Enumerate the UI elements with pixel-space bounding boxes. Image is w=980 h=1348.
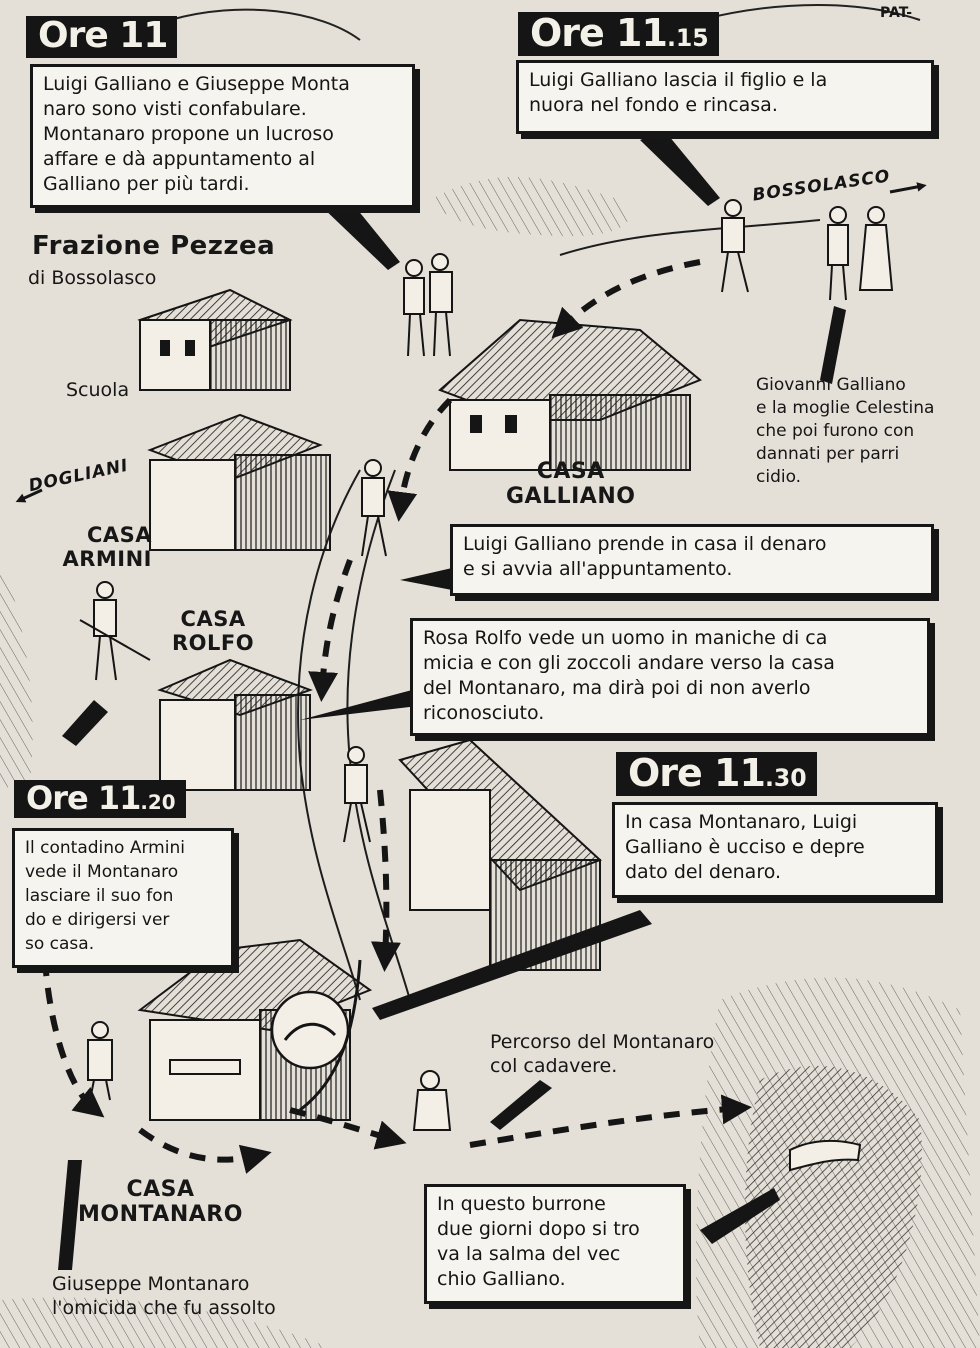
pointer-percorso xyxy=(490,1080,552,1130)
caption-ravine: In questo burrone due giorni dopo si tro… xyxy=(424,1184,686,1304)
route-to-road xyxy=(289,1107,407,1150)
route-montanaro-bottom xyxy=(138,1127,272,1174)
figure-luigi-field xyxy=(721,199,749,293)
page-subtitle: di Bossolasco xyxy=(28,267,157,289)
time-label-1115: Ore 11.15 xyxy=(518,12,719,56)
figure-armini xyxy=(79,581,151,681)
arrow-bossolasco xyxy=(889,182,927,194)
figure-walking-2 xyxy=(343,746,371,843)
pointer-giovanni xyxy=(820,306,846,384)
note-giovanni-celestina: Giovanni Galliano e la moglie Celestina … xyxy=(756,375,935,487)
time-label-main: Ore 11 xyxy=(628,751,766,795)
time-label-1120: Ore 11.20 xyxy=(14,780,186,818)
route-to-ravine xyxy=(469,1094,752,1148)
terrain xyxy=(0,4,980,1348)
time-label-1130: Ore 11.30 xyxy=(616,752,817,796)
pointer-arrows xyxy=(58,130,846,1270)
road-direction-arrows xyxy=(15,182,927,503)
route-montanaro-left xyxy=(42,959,105,1118)
figure-pair-top xyxy=(403,253,453,357)
artist-signature: PAT- xyxy=(880,5,913,21)
route-field-to-house xyxy=(551,259,701,339)
time-label-main: Ore 11 xyxy=(530,11,668,55)
caption-1130: In casa Montanaro, Luigi Galliano è ucci… xyxy=(612,802,938,898)
caption-luigi-money: Luigi Galliano prende in casa il denaro … xyxy=(450,524,934,596)
pointer-c6 xyxy=(372,910,652,1020)
house-armini xyxy=(147,413,331,551)
time-label-1100: Ore 11 xyxy=(26,15,178,58)
time-label-sub: .30 xyxy=(764,764,807,792)
pointer-omicida xyxy=(58,1160,82,1270)
route-road-down xyxy=(370,789,401,972)
route-arrows xyxy=(42,259,752,1174)
pointer-c1 xyxy=(320,198,400,270)
time-label-main: Ore 11 xyxy=(26,779,141,817)
caption-1115: Luigi Galliano lascia il figlio e la nuo… xyxy=(516,60,934,134)
pointer-c7 xyxy=(700,1188,780,1244)
label-casa-armini: CASA ARMINI xyxy=(62,523,152,571)
label-casa-rolfo: CASA ROLFO xyxy=(172,607,255,655)
house-rolfo xyxy=(157,658,313,791)
house-galliano xyxy=(438,318,702,471)
pointer-c5 xyxy=(62,700,108,746)
time-label-sub: .20 xyxy=(140,791,176,814)
page-title: Frazione Pezzea xyxy=(32,231,276,261)
figure-carrying-body xyxy=(412,1070,452,1131)
route-galliano-return xyxy=(299,959,362,1112)
label-scuola: Scuola xyxy=(66,379,130,401)
label-casa-galliano: CASA GALLIANO xyxy=(506,459,636,509)
pointer-c4 xyxy=(300,690,418,720)
note-percorso-cadavere: Percorso del Montanaro col cadavere. xyxy=(490,1031,715,1077)
pointer-c3 xyxy=(400,568,452,590)
figure-walking-1 xyxy=(361,459,387,557)
caption-rosa-rolfo: Rosa Rolfo vede un uomo in maniche di ca… xyxy=(410,618,930,736)
pointer-c2 xyxy=(640,130,720,206)
house-central xyxy=(398,738,602,971)
figure-couple xyxy=(827,206,894,301)
route-house-down xyxy=(387,397,453,522)
caption-1100: Luigi Galliano e Giuseppe Monta naro son… xyxy=(30,64,415,208)
label-casa-montanaro: CASA MONTANARO xyxy=(78,1177,243,1227)
note-omicida-assolto: Giuseppe Montanaro l'omicida che fu asso… xyxy=(52,1273,276,1319)
figures xyxy=(79,199,894,1172)
figure-montanaro-field xyxy=(87,1021,113,1101)
house-scuola xyxy=(137,288,293,391)
house-montanaro xyxy=(137,938,373,1121)
caption-1120: Il contadino Armini vede il Montanaro la… xyxy=(12,828,234,968)
time-label-sub: .15 xyxy=(666,24,709,52)
time-label-main: Ore 11 xyxy=(38,15,168,56)
route-to-rolfo xyxy=(308,558,353,702)
arrow-dogliani xyxy=(15,488,43,503)
figure-body-ravine xyxy=(789,1139,862,1172)
